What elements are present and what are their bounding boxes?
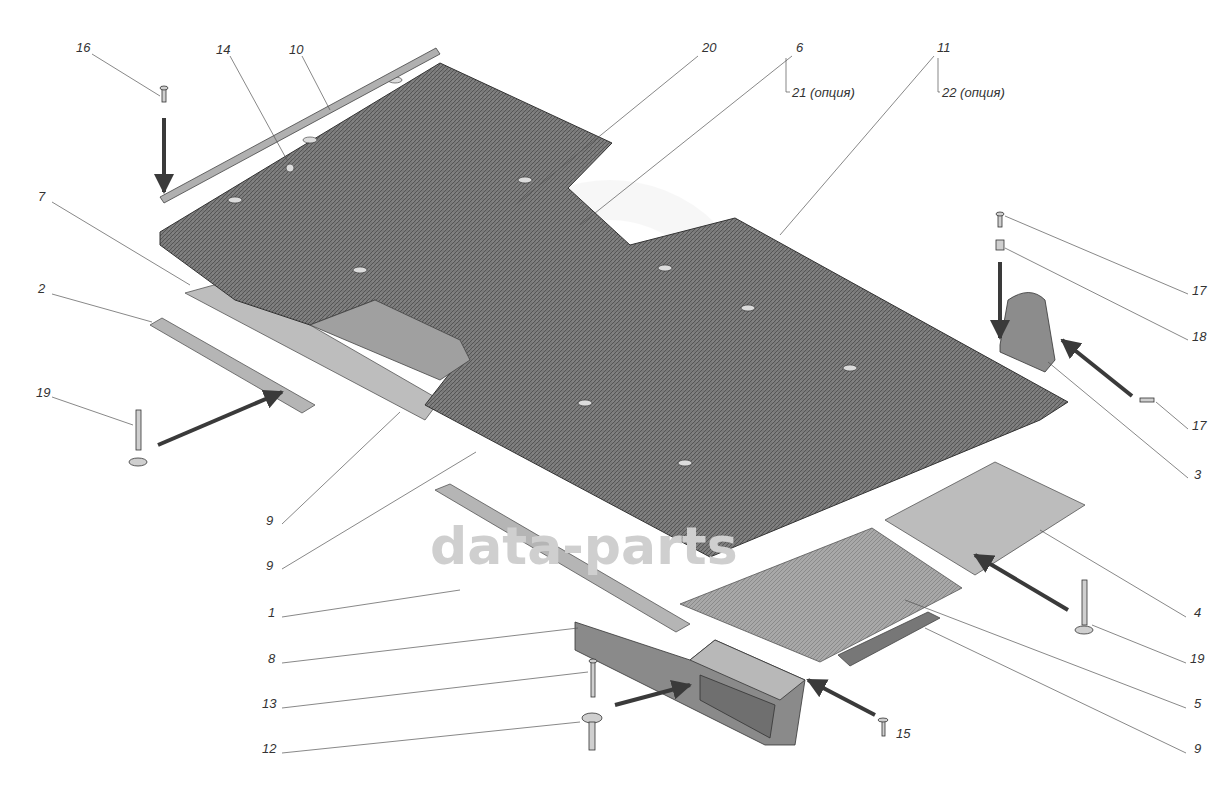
callout-number: 18 [1192,329,1206,344]
callout-number: 19 [1190,651,1204,666]
panel-4 [885,462,1085,575]
step-tray [575,622,805,745]
part-3 [1000,293,1055,373]
fasteners [129,86,1154,750]
callout-number: 10 [289,42,303,57]
callout-number: 22 (опция) [942,85,1005,100]
callout-number: 17 [1192,283,1206,298]
callout-number: 2 [38,281,45,296]
callout-number: 12 [262,741,276,756]
leader-lines [52,54,1188,753]
floor-mat [160,63,1068,557]
mat-holes [228,77,857,466]
callout-number: 5 [1194,696,1201,711]
mat-insert [310,300,470,380]
strip-10 [160,48,440,203]
callout-number: 13 [262,696,276,711]
callout-number: 9 [1194,741,1201,756]
callout-number: 9 [266,558,273,573]
callout-number: 11 [937,40,951,55]
callout-number: 17 [1192,418,1206,433]
callout-number: 7 [38,189,45,204]
callout-number: 15 [896,726,910,741]
strip-9 [838,612,940,666]
callout-number: 21 (опция) [792,85,855,100]
callout-number: 9 [266,513,273,528]
callout-number: 4 [1194,605,1201,620]
callout-number: 8 [268,651,275,666]
assembly-arrows [158,118,1132,715]
callout-number: 6 [796,40,803,55]
callout-number: 19 [36,385,50,400]
watermark-text: data-parts [430,518,738,574]
callout-number: 20 [702,40,716,55]
panel-2 [150,318,315,413]
callout-number: 3 [1194,467,1201,482]
callout-number: 16 [76,40,90,55]
callout-number: 14 [216,42,230,57]
callout-number: 1 [268,605,275,620]
